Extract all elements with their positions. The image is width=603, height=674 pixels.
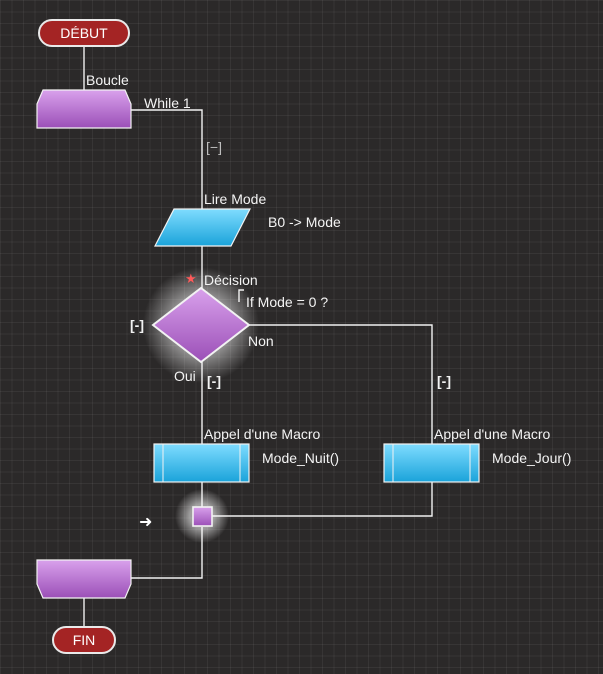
macro-night-detail: Mode_Nuit() (262, 450, 340, 466)
decision-no-label: Non (248, 333, 274, 349)
end-terminal[interactable]: FIN (52, 626, 116, 654)
macro-day-shape[interactable] (383, 443, 480, 483)
loop-end-shape[interactable] (36, 559, 132, 599)
decision-condition: If Mode = 0 ? (246, 294, 329, 310)
yes-branch-collapse-toggle[interactable]: [-] (207, 373, 221, 389)
macro-night-shape[interactable] (153, 443, 250, 483)
junction-node[interactable] (192, 506, 213, 527)
loop-collapse-toggle[interactable]: [−] (206, 139, 222, 155)
start-terminal[interactable]: DÉBUT (38, 19, 130, 47)
read-mode-shape[interactable] (154, 208, 251, 247)
loop-condition: While 1 (144, 95, 191, 111)
loop-label: Boucle (86, 72, 129, 88)
read-label: Lire Mode (204, 191, 267, 207)
decision-collapse-toggle[interactable]: [-] (130, 317, 144, 333)
decision-label: Décision (204, 272, 258, 288)
connector-lines (83, 47, 433, 627)
decision-diamond[interactable] (151, 286, 251, 364)
loop-start-shape[interactable] (36, 89, 132, 129)
breakpoint-star-icon: ★ (185, 271, 197, 286)
macro-night-label: Appel d'une Macro (204, 426, 321, 442)
macro-day-label: Appel d'une Macro (434, 426, 551, 442)
no-branch-collapse-toggle[interactable]: [-] (437, 373, 451, 389)
execution-pointer-icon: ➜ (139, 514, 153, 531)
read-detail: B0 -> Mode (268, 214, 341, 230)
macro-day-detail: Mode_Jour() (492, 450, 572, 466)
decision-yes-label: Oui (174, 368, 196, 384)
